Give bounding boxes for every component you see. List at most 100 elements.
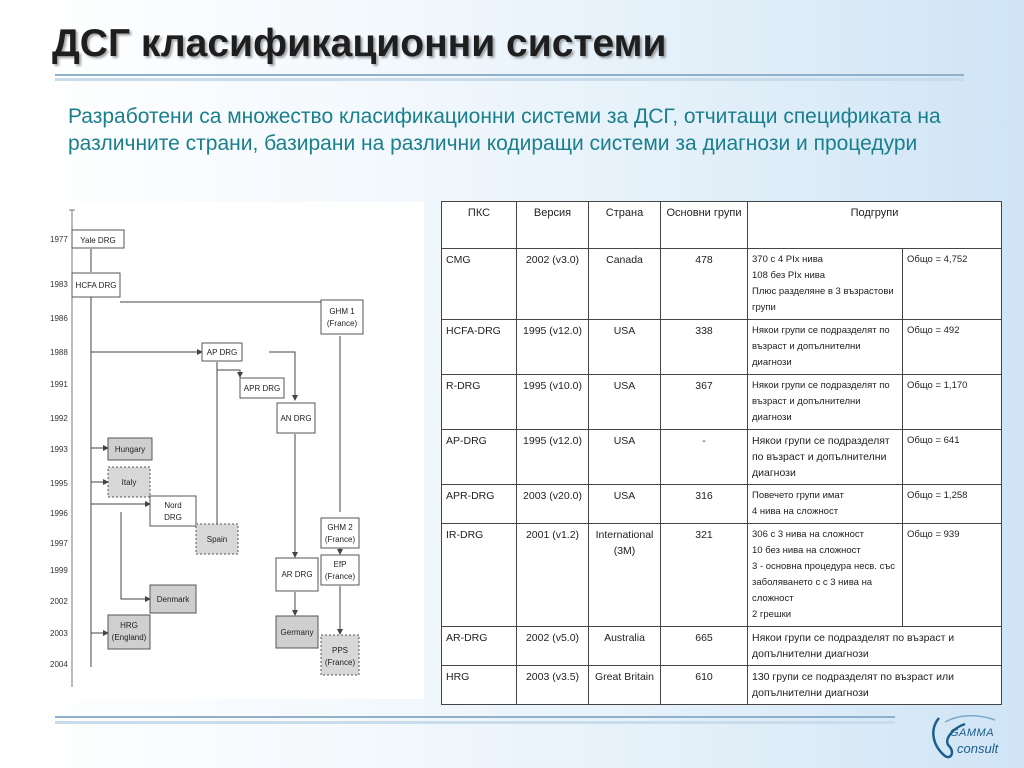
- cell-version: 1995 (v12.0): [516, 319, 589, 375]
- cell-country: Great Britain: [588, 665, 661, 705]
- node-yale: [71, 229, 125, 249]
- header-country: Страна: [588, 201, 661, 249]
- cell-name: AP-DRG: [441, 429, 517, 485]
- cell-name: R-DRG: [441, 374, 517, 430]
- node-germany: [275, 615, 319, 649]
- drg-timeline-svg: 1977 1983 1986 1988 1991 1992 1993 1995 …: [50, 209, 364, 687]
- node-label: (England): [112, 633, 147, 642]
- year-label: 2002: [50, 597, 68, 606]
- table-row: HRG 2003 (v3.5) Great Britain 610 130 гр…: [441, 665, 1002, 705]
- node-hcfa: [71, 272, 121, 298]
- cell-base: 665: [660, 626, 748, 666]
- cell-base: -: [660, 429, 748, 485]
- year-label: 2003: [50, 629, 68, 638]
- cell-country: USA: [588, 374, 661, 430]
- node-label: AP DRG: [207, 348, 238, 357]
- node-label: Spain: [207, 535, 227, 544]
- cell-version: 1995 (v10.0): [516, 374, 589, 430]
- cell-name: APR-DRG: [441, 484, 517, 524]
- classification-table: ПКС Версия Страна Основни групи Подгрупи…: [441, 201, 1002, 705]
- node-label: APR DRG: [244, 384, 280, 393]
- year-label: 1995: [50, 479, 68, 488]
- footer-divider: [55, 716, 895, 718]
- cell-country: USA: [588, 319, 661, 375]
- cell-country: International (3M): [588, 523, 661, 627]
- table-row: IR-DRG 2001 (v1.2) International (3M) 32…: [441, 523, 1002, 627]
- node-label: Nord: [164, 501, 181, 510]
- cell-name: HCFA-DRG: [441, 319, 517, 375]
- cell-name: HRG: [441, 665, 517, 705]
- year-label: 2004: [50, 660, 68, 669]
- cell-sub: Някои групи се подразделят по възраст и …: [747, 374, 903, 430]
- drg-timeline-diagram: 1977 1983 1986 1988 1991 1992 1993 1995 …: [36, 202, 424, 699]
- year-label: 1991: [50, 380, 68, 389]
- table-row: HCFA-DRG 1995 (v12.0) USA 338 Някои груп…: [441, 319, 1002, 375]
- cell-sub: 370 с 4 PIx нива 108 без PIx нива Плюс р…: [747, 248, 903, 320]
- cell-total: Общо = 939: [902, 523, 1002, 627]
- node-apr: [239, 377, 285, 399]
- node-ap: [201, 342, 243, 362]
- table-row: CMG 2002 (v3.0) Canada 478 370 с 4 PIx н…: [441, 248, 1002, 320]
- table-row: R-DRG 1995 (v10.0) USA 367 Някои групи с…: [441, 374, 1002, 430]
- node-label: PPS: [332, 646, 348, 655]
- cell-sub: Повечето групи имат 4 нива на сложност: [747, 484, 903, 524]
- node-label: (France): [327, 319, 358, 328]
- cell-sub: Някои групи се подразделят по възраст и …: [747, 319, 903, 375]
- table-row: APR-DRG 2003 (v20.0) USA 316 Повечето гр…: [441, 484, 1002, 524]
- cell-country: Canada: [588, 248, 661, 320]
- year-label: 1977: [50, 235, 68, 244]
- node-nord: [149, 495, 197, 527]
- year-label: 1986: [50, 314, 68, 323]
- cell-version: 2002 (v5.0): [516, 626, 589, 666]
- cell-total: Общо = 4,752: [902, 248, 1002, 320]
- node-label: GHM 2: [327, 523, 353, 532]
- node-ghm2: [320, 517, 360, 549]
- cell-version: 1995 (v12.0): [516, 429, 589, 485]
- node-efp: [320, 554, 360, 586]
- cell-name: AR-DRG: [441, 626, 517, 666]
- gamma-consult-logo-icon: [932, 715, 996, 759]
- node-spain: [195, 523, 239, 555]
- cell-version: 2001 (v1.2): [516, 523, 589, 627]
- header-base-groups: Основни групи: [660, 201, 748, 249]
- cell-sub: 130 групи се подразделят по възраст или …: [747, 665, 1002, 705]
- cell-name: CMG: [441, 248, 517, 320]
- node-ghm1: [320, 299, 364, 335]
- node-label: (France): [325, 535, 356, 544]
- node-label: HRG: [120, 621, 138, 630]
- node-pps: [320, 634, 360, 676]
- cell-country: Australia: [588, 626, 661, 666]
- cell-country: USA: [588, 429, 661, 485]
- node-label: DRG: [164, 513, 182, 522]
- node-label: Yale DRG: [80, 236, 115, 245]
- title-divider: [55, 74, 964, 76]
- cell-sub: Някои групи се подразделят по възраст и …: [747, 429, 903, 485]
- cell-version: 2003 (v20.0): [516, 484, 589, 524]
- year-label: 1992: [50, 414, 68, 423]
- cell-base: 316: [660, 484, 748, 524]
- node-label: Hungary: [115, 445, 145, 454]
- logo-text-consult: consult: [957, 741, 999, 756]
- node-label: AN DRG: [280, 414, 311, 423]
- cell-base: 610: [660, 665, 748, 705]
- title-divider-shadow: [55, 78, 964, 81]
- slide-title: ДСГ класификационни системи: [52, 22, 667, 65]
- header-pks: ПКС: [441, 201, 517, 249]
- cell-version: 2002 (v3.0): [516, 248, 589, 320]
- node-label: GHM 1: [329, 307, 355, 316]
- cell-country: USA: [588, 484, 661, 524]
- year-label: 1996: [50, 509, 68, 518]
- year-label: 1988: [50, 348, 68, 357]
- node-label: Denmark: [157, 595, 190, 604]
- cell-total: Общо = 492: [902, 319, 1002, 375]
- node-ar: [275, 557, 319, 592]
- year-label: 1999: [50, 566, 68, 575]
- node-label: Italy: [122, 478, 137, 487]
- node-label: HCFA DRG: [76, 281, 117, 290]
- cell-version: 2003 (v3.5): [516, 665, 589, 705]
- node-label: Germany: [281, 628, 314, 637]
- year-label: 1993: [50, 445, 68, 454]
- cell-total: Общо = 641: [902, 429, 1002, 485]
- node-an: [276, 402, 316, 434]
- node-label: (France): [325, 658, 356, 667]
